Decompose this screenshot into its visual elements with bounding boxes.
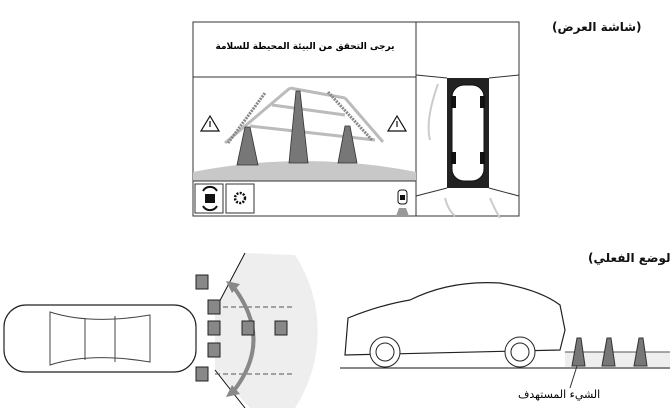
display-screen (192, 21, 520, 219)
actual-situation-label: (الوضع الفعلي) (588, 251, 670, 265)
parking-guide-lines (224, 86, 385, 145)
top-view-car-diagram (3, 252, 318, 408)
side-view-diagram (340, 282, 670, 389)
settings-gear-button[interactable] (225, 183, 255, 214)
warning-icon-left (199, 114, 221, 132)
car-sensor-icon (396, 189, 409, 216)
traffic-cones-screen (236, 90, 358, 166)
car-side (344, 282, 566, 356)
safety-message: يرجى التحقق من البيئة المحيطة للسلامة (215, 42, 395, 52)
ground-area (193, 161, 416, 181)
car-top (3, 304, 197, 373)
display-screen-label: (شاشة العرض) (552, 20, 642, 34)
scan-arrow (230, 283, 256, 395)
traffic-cones-side (571, 337, 648, 367)
warning-icon-right (386, 114, 408, 132)
target-object-label: الشيء المستهدف (518, 388, 601, 401)
top-view-panel (415, 74, 520, 219)
camera-switch-button[interactable] (194, 183, 224, 214)
sensors (195, 274, 288, 382)
